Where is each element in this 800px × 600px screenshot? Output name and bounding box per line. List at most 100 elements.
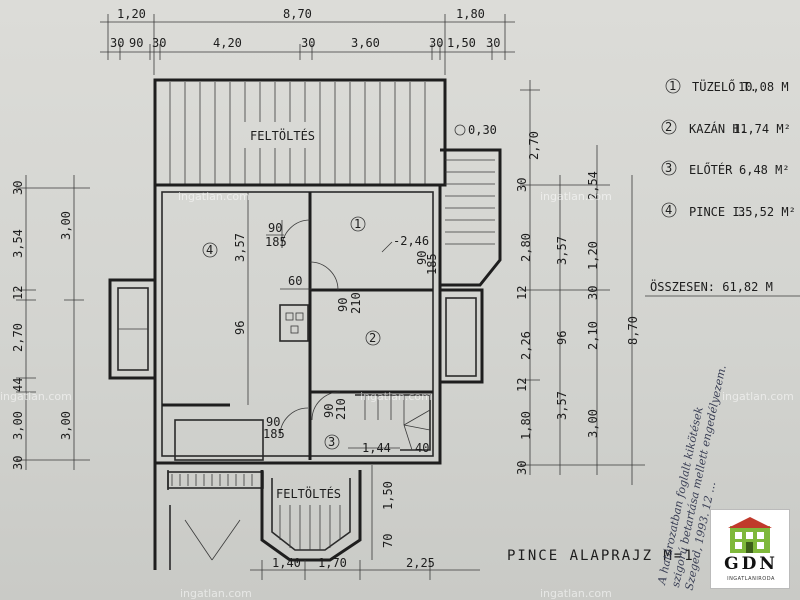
dim-stair-width: 40 — [415, 441, 429, 455]
dim-door-b-h: 210 — [349, 292, 363, 314]
level-mark-top: 0,30 — [468, 123, 497, 137]
watermark-1: ingatlan.com — [178, 190, 250, 203]
interior-dimensions: 3,57 96 90 185 90 210 60 -2,46 0,30 90 1… — [233, 123, 497, 455]
legend-num-4: 4 — [665, 203, 672, 217]
dim-right-outer-1: 2,70 — [527, 131, 541, 160]
dim-lower-vertical-1: 1,50 — [381, 481, 395, 510]
level-mark: -2,46 — [393, 234, 429, 248]
dim-right-mid-4: 30 — [586, 286, 600, 300]
house-logo-icon — [728, 517, 772, 553]
dim-top-detail-7: 30 — [429, 36, 443, 50]
dim-top-detail-3: 30 — [152, 36, 166, 50]
room-number-2: 2 — [369, 331, 376, 345]
legend-area-1: 10,08 M — [738, 80, 789, 94]
legend-name-2: KAZÁN H. — [689, 121, 747, 136]
dim-left-7: 30 — [11, 456, 25, 470]
dim-left-4: 2,70 — [11, 323, 25, 352]
legend-name-3: ELŐTÉR — [689, 162, 733, 177]
room-number-4: 4 — [206, 243, 213, 257]
dim-right-mid-1: 2,54 — [586, 171, 600, 200]
legend-name-1: TÜZELŐ T. — [692, 78, 757, 94]
watermark-7: ingatlan.com — [540, 587, 612, 600]
exterior-stair-treads — [445, 159, 495, 245]
dim-left-3: 12 — [11, 286, 25, 300]
watermark-2: ingatlan.com — [540, 190, 612, 203]
watermark-5: ingatlan.com — [722, 390, 794, 403]
dim-top-overall-1: 1,20 — [117, 7, 146, 21]
dim-right-mid-3: 1,20 — [586, 241, 600, 270]
dim-right-outer-8: 30 — [515, 461, 529, 475]
gdn-logo: GDN INGATLANIRODA — [710, 509, 790, 589]
dim-stair-h: 185 — [425, 253, 439, 275]
dim-door-a-h: 185 — [265, 235, 287, 249]
dim-top-detail-4: 4,20 — [213, 36, 242, 50]
dim-lower-vertical-2: 70 — [381, 534, 395, 548]
dim-bottom-3: 2,25 — [406, 556, 435, 570]
room-number-3: 3 — [328, 435, 335, 449]
dim-left-6: 3,00 — [11, 411, 25, 440]
fill-label-bottom: FELTÖLTÉS — [276, 485, 341, 501]
left-dimensions: 30 3,54 12 2,70 44 3,00 30 3,00 3,00 — [11, 175, 90, 470]
dim-top-overall-3: 1,80 — [456, 7, 485, 21]
dim-top-detail-8: 1,50 — [447, 36, 476, 50]
dim-right-mid-8: 3,00 — [586, 409, 600, 438]
bottom-dimensions: 1,40 1,70 2,25 1,50 70 — [250, 465, 480, 580]
dim-door-d-w: 90 — [266, 415, 280, 429]
drawing-title: PINCE ALAPRAJZ M=1 — [507, 548, 695, 564]
dim-left-1: 30 — [11, 181, 25, 195]
dim-door-c-w: 90 — [322, 404, 336, 418]
dim-right-mid-2: 3,57 — [555, 236, 569, 265]
dim-wall-60: 60 — [288, 274, 302, 288]
room-numbers: 4 1 2 3 — [202, 124, 466, 450]
room-number-1: 1 — [354, 217, 361, 231]
dim-top-detail-6: 3,60 — [351, 36, 380, 50]
dim-stair-length: 1,44 — [362, 441, 391, 455]
watermark-4: ingatlan.com — [360, 390, 432, 403]
legend-num-1: 1 — [669, 79, 676, 93]
dim-top-detail-2: 90 — [129, 36, 143, 50]
dim-right-outer-6: 12 — [515, 378, 529, 392]
watermark-3: ingatlan.com — [0, 390, 72, 403]
legend-name-4: PINCE I. — [689, 205, 747, 219]
dim-right-outer-4: 12 — [515, 286, 529, 300]
building-outline: FELTÖLTÉS — [108, 78, 502, 570]
dim-right-total: 8,70 — [626, 316, 640, 345]
dim-door-b-w: 90 — [336, 298, 350, 312]
dim-top-detail-1: 30 — [110, 36, 124, 50]
right-dimensions: 2,70 30 2,80 12 2,26 12 1,80 30 2,54 3,5… — [515, 80, 645, 485]
interior-stair — [355, 394, 431, 451]
dim-left-inner-2: 3,00 — [59, 411, 73, 440]
dim-right-outer-2: 30 — [515, 178, 529, 192]
logo-subtitle: INGATLANIRODA — [727, 576, 775, 582]
top-dimensions: 1,20 8,70 1,80 30 90 30 4,20 30 3,60 30 … — [100, 7, 515, 75]
dim-right-outer-3: 2,80 — [519, 233, 533, 262]
fill-hatching-bottom — [279, 505, 341, 550]
dim-right-mid-6: 2,10 — [586, 321, 600, 350]
fill-hatching-top — [169, 82, 426, 184]
watermarks: ingatlan.com ingatlan.com ingatlan.com i… — [0, 190, 794, 600]
dim-right-mid-5: 96 — [555, 331, 569, 345]
legend-num-2: 2 — [665, 120, 672, 134]
legend-area-3: 6,48 M² — [739, 163, 790, 177]
dim-door-d-h: 185 — [263, 427, 285, 441]
watermark-6: ingatlan.com — [180, 587, 252, 600]
dim-right-outer-5: 2,26 — [519, 331, 533, 360]
dim-bottom-2: 1,70 — [318, 556, 347, 570]
dim-top-overall-2: 8,70 — [283, 7, 312, 21]
dim-right-mid-7: 3,57 — [555, 391, 569, 420]
logo-text: GDN — [724, 554, 778, 574]
dim-door-c-h: 210 — [334, 398, 348, 420]
room-legend: 1 TÜZELŐ T. 10,08 M 2 KAZÁN H. 11,74 M² … — [645, 78, 800, 297]
dim-top-detail-5: 30 — [301, 36, 315, 50]
dim-door-a-w: 90 — [268, 221, 282, 235]
dim-bottom-1: 1,40 — [272, 556, 301, 570]
dim-stair-w: 90 — [415, 251, 429, 265]
dim-left-5: 44 — [11, 378, 25, 392]
dim-top-detail-9: 30 — [486, 36, 500, 50]
dim-left-inner-1: 3,00 — [59, 211, 73, 240]
legend-num-3: 3 — [665, 161, 672, 175]
dim-room4-height: 3,57 — [233, 233, 247, 262]
legend-area-2: 11,74 M² — [733, 122, 791, 136]
